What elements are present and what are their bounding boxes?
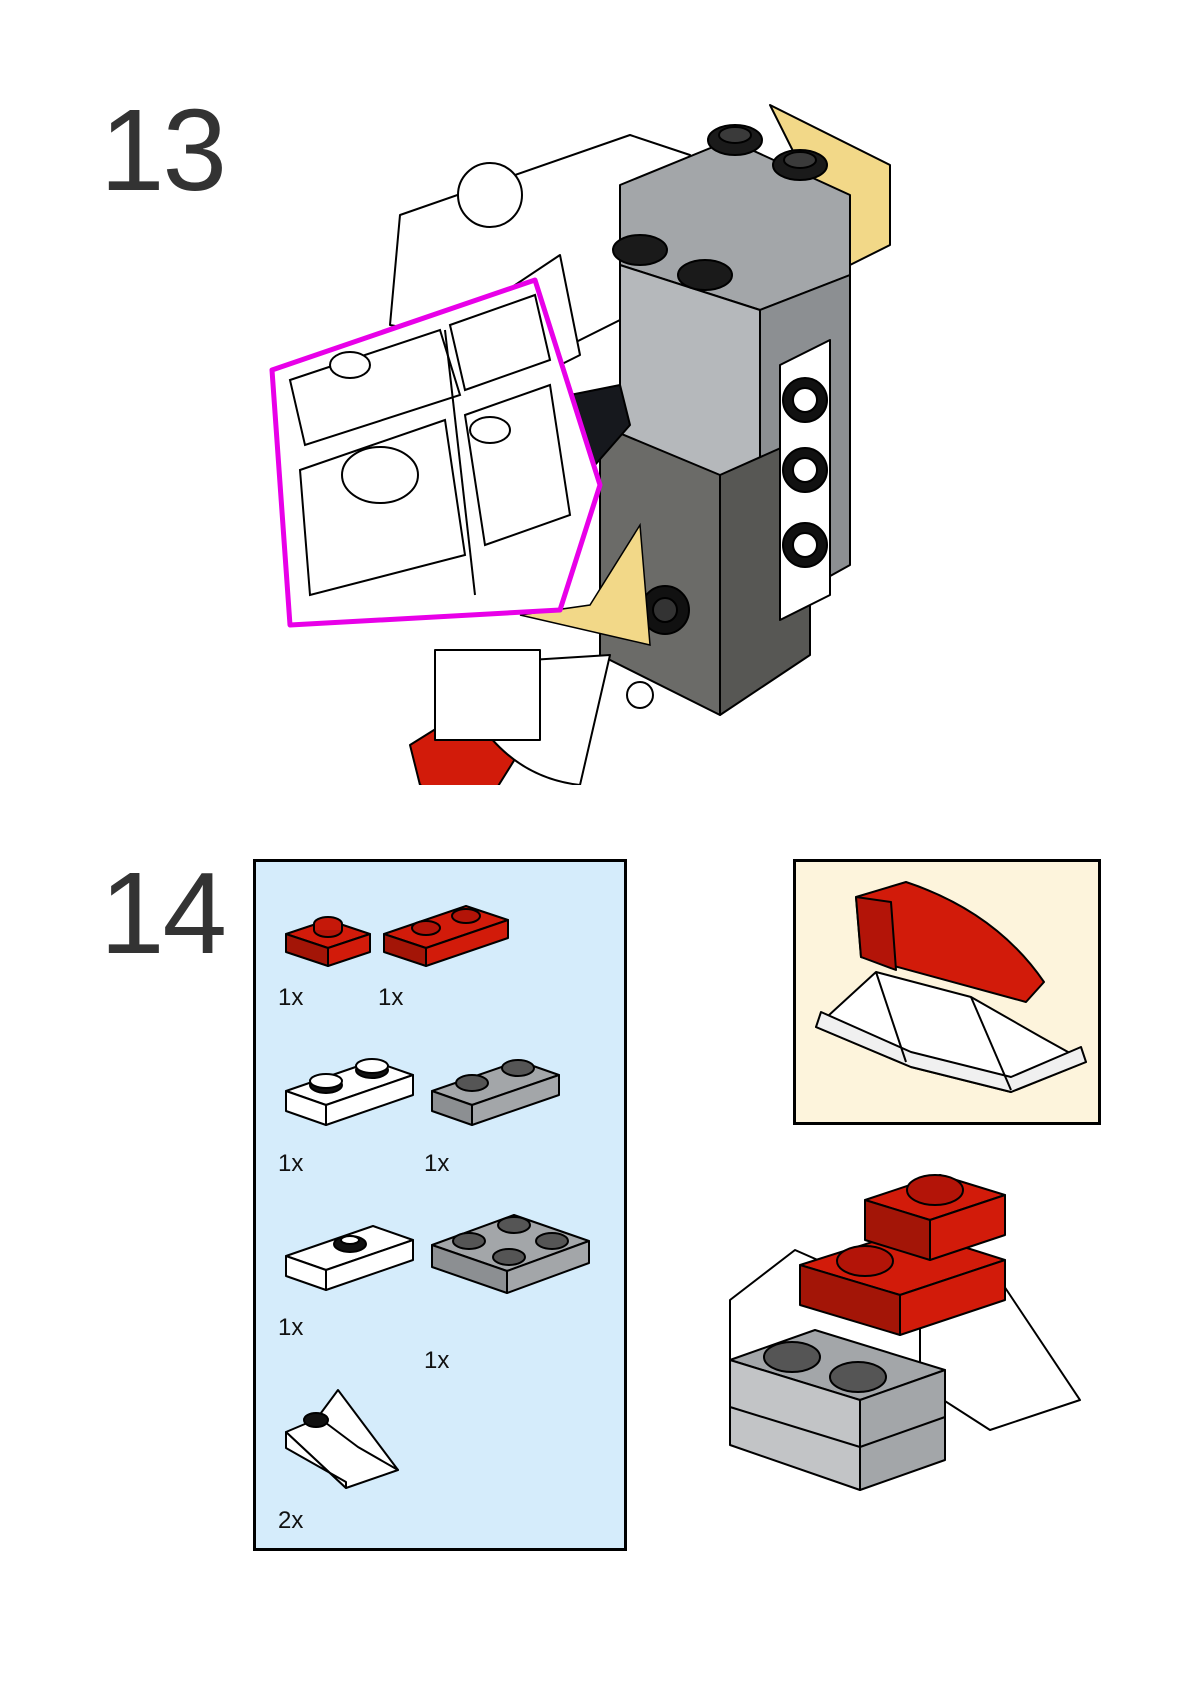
gray-2x2-plate-part (424, 1197, 594, 1307)
sub-assembly-callout (793, 859, 1101, 1125)
part-qty-gray-2x2: 1x (424, 1347, 449, 1375)
white-1x2-plate-part (278, 1047, 418, 1132)
white-1x2-jumper-plate-part (278, 1212, 418, 1297)
white-slope-part (278, 1382, 408, 1492)
step-14-assembly-illustration (720, 1145, 1090, 1505)
step-number-13: 13 (100, 92, 225, 208)
red-1x2-plate-part (278, 912, 378, 972)
part-qty-gray-1x2: 1x (424, 1150, 449, 1178)
part-qty-red-1x2: 1x (278, 984, 303, 1012)
red-2x3-plate-part (376, 892, 516, 972)
part-qty-red-2x3: 1x (378, 984, 403, 1012)
gray-1x2-plate-part (424, 1047, 564, 1132)
step-number-14: 14 (100, 855, 225, 971)
step-13-assembly-illustration (250, 95, 950, 785)
part-qty-white-slope: 2x (278, 1507, 303, 1535)
part-qty-white-jumper: 1x (278, 1314, 303, 1342)
part-qty-white-1x2: 1x (278, 1150, 303, 1178)
callout-illustration (796, 862, 1098, 1122)
parts-list-panel: 1x 1x 1x 1x (253, 859, 627, 1551)
